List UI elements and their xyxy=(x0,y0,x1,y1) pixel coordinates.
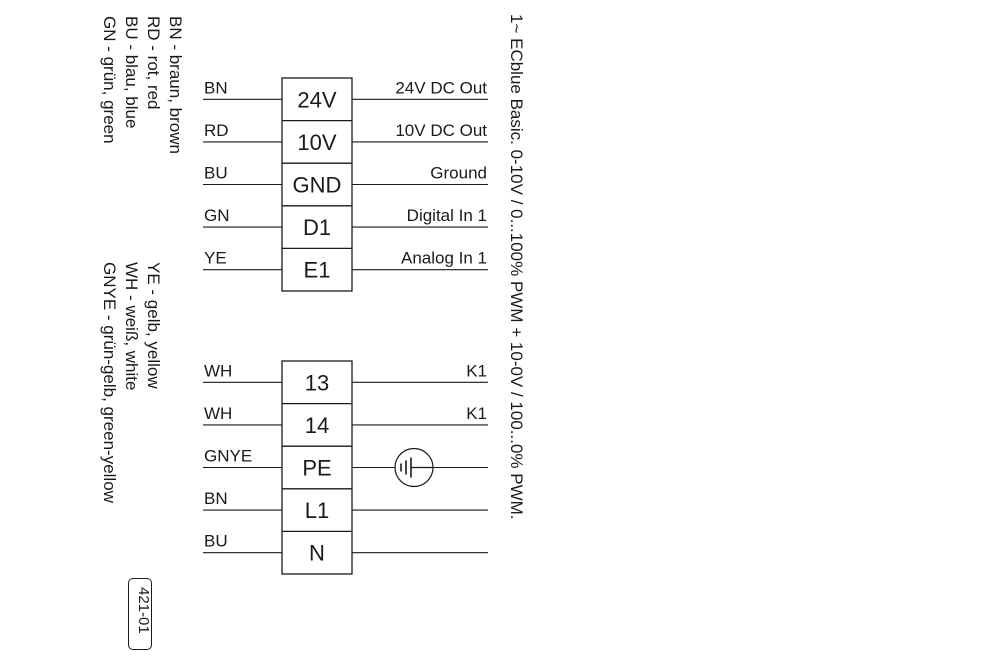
wire-label: RD xyxy=(204,121,229,140)
wire-label: WH xyxy=(204,361,232,380)
wire-label: WH xyxy=(204,404,232,423)
terminal-e1: E1 xyxy=(304,258,331,283)
terminal-14: 14 xyxy=(305,413,329,438)
terminal-n: N xyxy=(309,541,325,566)
wire-label: BU xyxy=(204,532,228,551)
terminal-10v: 10V xyxy=(297,130,336,155)
ground-icon xyxy=(394,447,434,488)
terminal-13: 13 xyxy=(305,370,329,395)
signal-label: 10V DC Out xyxy=(395,121,487,140)
signal-label: Analog In 1 xyxy=(401,249,487,268)
wire-label: BN xyxy=(204,78,228,97)
signal-label: K1 xyxy=(466,361,487,380)
wire-label: GNYE xyxy=(204,447,252,466)
terminal-24v: 24V xyxy=(297,87,336,112)
signal-label: K1 xyxy=(466,404,487,423)
terminal-d1: D1 xyxy=(303,215,331,240)
wire-label: BN xyxy=(204,489,228,508)
wire-label: BU xyxy=(204,164,228,183)
terminal-l1: L1 xyxy=(305,498,329,523)
signal-label: Digital In 1 xyxy=(407,206,487,225)
signal-label: Ground xyxy=(430,164,487,183)
document-id-badge: 421-01 xyxy=(128,578,152,650)
terminal-gnd: GND xyxy=(293,173,342,198)
wire-label: GN xyxy=(204,206,230,225)
terminal-pe: PE xyxy=(302,456,331,481)
wire-label: YE xyxy=(204,249,227,268)
signal-label: 24V DC Out xyxy=(395,78,487,97)
